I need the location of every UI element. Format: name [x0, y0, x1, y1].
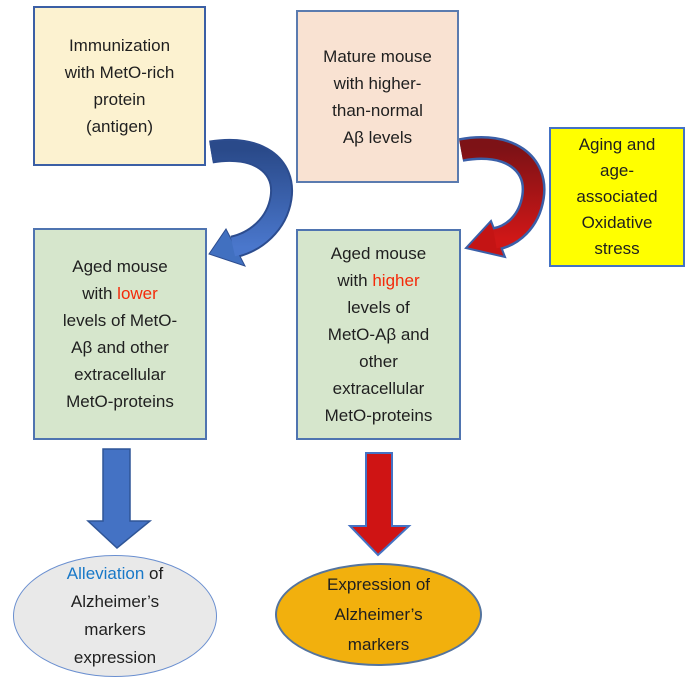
box-immunization: Immunization with MetO-rich protein (ant… — [33, 6, 206, 166]
text-line: levels of — [347, 298, 410, 317]
text-line: Alzheimer’s — [70, 592, 160, 611]
block-arrow-down-icon — [86, 448, 153, 549]
text-line: with MetO-rich — [64, 63, 175, 82]
text-line: Aging and — [578, 135, 656, 154]
text-line: MetO-proteins — [66, 392, 174, 411]
highlight-alleviation: Alleviation — [66, 564, 145, 583]
text-line: protein — [93, 90, 146, 109]
text-line: Aged mouse — [330, 244, 427, 263]
text-line: Expression of — [327, 574, 430, 594]
curved-arrow-immunization-to-aged-lower — [208, 138, 294, 267]
ellipse-alleviation: Alleviation of Alzheimer’s markers expre… — [13, 555, 217, 677]
box-mature-mouse: Mature mouse with higher- than-normal Aβ… — [296, 10, 459, 183]
text-line: Aβ levels — [342, 127, 413, 147]
text-line: MetO-proteins — [324, 406, 433, 425]
text-line: Aβ and other — [71, 338, 169, 357]
text-line: with higher- — [333, 73, 422, 93]
box-aged-mouse-higher: Aged mouse with higher levels of MetO-Aβ… — [296, 229, 461, 440]
highlight-higher: higher — [372, 271, 420, 290]
text-line: expression — [73, 648, 157, 667]
text-line: with lower — [35, 280, 205, 307]
box-aged-mouse-lower: Aged mouse with lower levels of MetO- Aβ… — [33, 228, 207, 440]
text-line: Immunization — [68, 36, 171, 55]
text-segment: with — [337, 271, 373, 290]
text-line: Aged mouse — [72, 257, 168, 276]
text-line: other — [359, 352, 398, 371]
straight-arrow-aged-lower-to-alleviation — [86, 448, 153, 549]
text-segment: of — [144, 564, 164, 583]
text-line: extracellular — [332, 379, 425, 398]
curved-arrow-mature-to-aged-higher — [458, 136, 546, 259]
text-segment: with — [82, 284, 118, 303]
curved-arrow-body — [209, 140, 292, 257]
text-line: associated — [576, 187, 658, 206]
text-line: extracellular — [74, 365, 166, 384]
text-line: Oxidative — [581, 213, 653, 232]
text-line: Mature mouse — [323, 46, 432, 66]
text-line: stress — [594, 239, 640, 258]
text-line: than-normal — [332, 100, 423, 120]
curved-arrow-body — [459, 138, 544, 249]
text-line: Alleviation of — [14, 560, 216, 588]
text-line: Alzheimer’s — [334, 604, 423, 624]
ellipse-expression: Expression of Alzheimer’s markers — [275, 563, 482, 666]
text-line: age- — [599, 161, 635, 180]
text-line: markers — [347, 634, 410, 654]
text-line: with higher — [298, 267, 459, 294]
highlight-lower: lower — [117, 284, 158, 303]
text-line: (antigen) — [85, 117, 154, 136]
straight-arrow-aged-higher-to-expression — [347, 452, 412, 557]
box-aging-stress: Aging and age- associated Oxidative stre… — [549, 127, 685, 267]
text-line: MetO-Aβ and — [327, 325, 430, 344]
block-arrow-down-icon — [347, 452, 412, 557]
text-line: levels of MetO- — [62, 311, 178, 330]
text-line: markers — [84, 620, 146, 639]
